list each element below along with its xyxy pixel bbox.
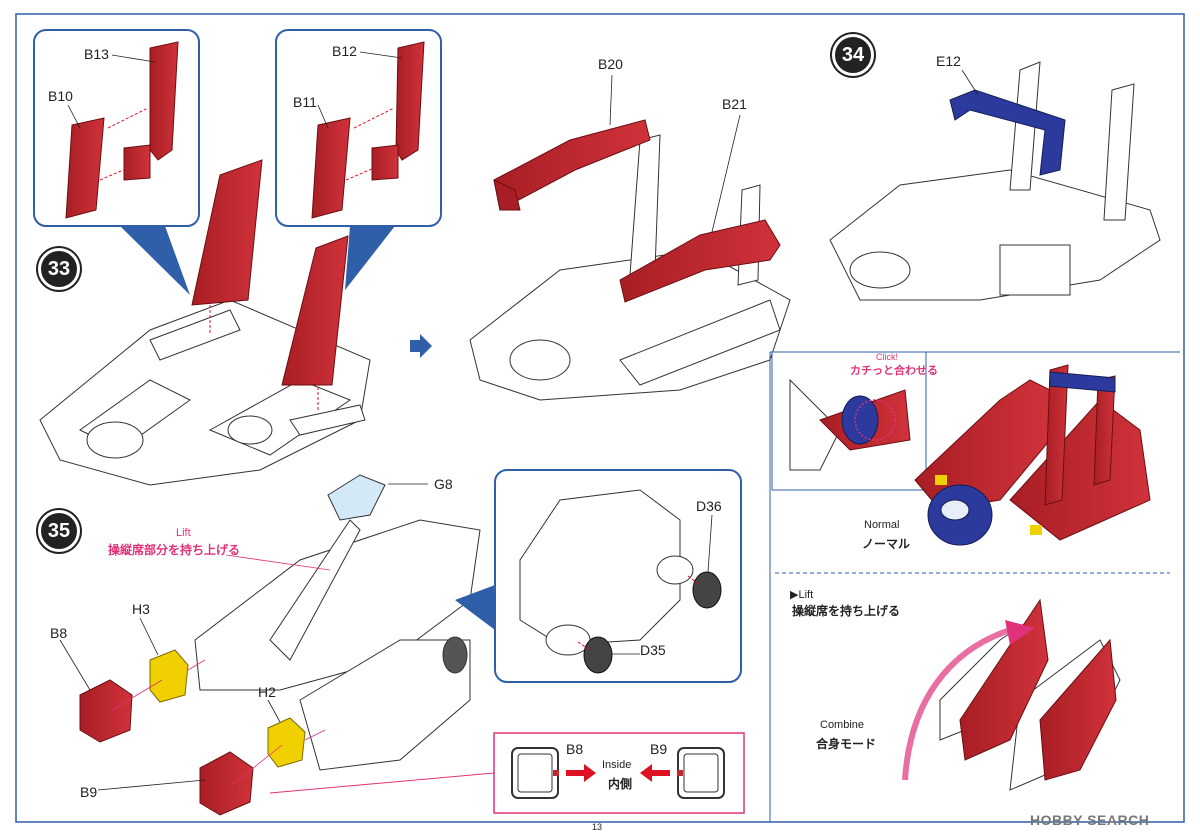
click-note-jp: カチっと合わせる [850,365,938,377]
label-b8: B8 [50,625,68,641]
step-33-badge: 33 [38,248,80,290]
click-detail-illustration [789,378,911,471]
part-b12-inset [371,41,425,181]
label-inside-b9: B9 [650,741,668,757]
label-e12: E12 [936,53,961,69]
part-b9 [199,751,254,816]
vehicle-b20-b21 [469,134,791,401]
inside-shape-b9 [677,747,725,799]
part-b20 [493,119,651,211]
combine-mode-illustration [902,598,1121,791]
watermark: HOBBY SEARCH [1030,812,1150,828]
inside-note-en: Inside [602,759,632,771]
part-g8 [327,474,386,521]
lift-note-en: Lift [176,527,191,539]
label-inside-b8: B8 [566,741,584,757]
part-h2 [267,717,306,768]
part-b11-inset [311,117,351,219]
click-note-en: Click! [876,352,898,362]
step-35-badge: 35 [38,510,80,552]
label-g8: G8 [434,476,453,492]
inside-note-jp: 内側 [608,777,633,791]
label-b9: B9 [80,784,98,800]
callout-pointer-d [455,585,495,630]
step-34-badge: 34 [832,34,874,76]
part-d36 [692,571,722,609]
label-h3: H3 [132,601,150,617]
page-number: 13 [592,822,603,832]
part-b21 [619,219,781,303]
normal-mode-illustration [914,364,1151,546]
part-e12 [949,89,1066,176]
arrow-left-inside [640,764,670,782]
part-h3 [149,649,189,703]
lift-note-jp: 操縦席部分を持ち上げる [108,543,241,557]
vehicle-step33 [39,299,371,486]
label-b10: B10 [48,88,73,104]
combine-note-jp: 合身モード [816,737,877,751]
leg-detail-illustration [519,489,694,656]
label-b11: B11 [293,94,317,110]
part-b10-inset [65,117,105,219]
part-b8 [79,679,133,743]
normal-note-en: Normal [864,519,900,531]
label-d36: D36 [696,498,722,514]
label-d35: D35 [640,642,666,658]
part-b12-b11-assembled [281,235,349,386]
vehicle-step35 [194,519,481,771]
page-frame [15,13,1185,823]
label-b20: B20 [598,56,623,72]
callout-pointer-right [345,226,395,290]
combine-note-en: Combine [820,719,865,731]
label-b12: B12 [332,43,357,59]
label-h2: H2 [258,684,276,700]
normal-note-jp: ノーマル [862,537,911,551]
label-b21: B21 [722,96,747,112]
arrow-right-inside [566,764,596,782]
lift2-note-jp: 操縦席を持ち上げる [792,604,901,618]
inside-shape-b8 [511,747,559,799]
flow-arrow [410,334,432,358]
label-b13: B13 [84,46,109,62]
part-b13-b10-assembled [191,159,263,306]
vehicle-step34 [829,61,1161,301]
part-d35 [583,636,613,674]
callout-pointer-left [120,226,190,295]
lift2-note-en: ▶Lift [790,589,814,601]
